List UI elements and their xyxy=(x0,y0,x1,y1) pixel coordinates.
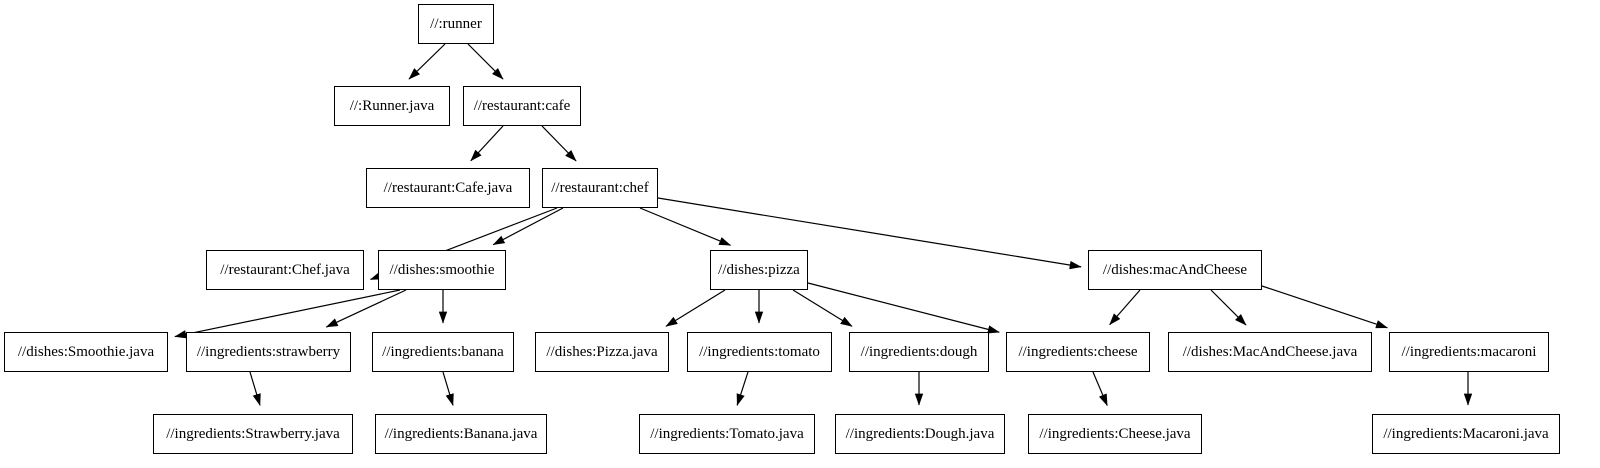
graph-node-label: //dishes:MacAndCheese.java xyxy=(1182,343,1358,360)
graph-node-label: //restaurant:Chef.java xyxy=(220,261,350,278)
graph-node-label: //restaurant:Cafe.java xyxy=(383,179,513,196)
graph-node-label: //restaurant:cafe xyxy=(473,97,571,114)
graph-node-label: //dishes:pizza xyxy=(718,261,800,278)
graph-node-banana_java[interactable]: //ingredients:Banana.java xyxy=(375,414,547,454)
graph-node-strawberry_java[interactable]: //ingredients:Strawberry.java xyxy=(153,414,353,454)
graph-node-label: //ingredients:Dough.java xyxy=(845,425,995,442)
graph-node-banana[interactable]: //ingredients:banana xyxy=(372,332,514,372)
graph-node-label: //:runner xyxy=(430,15,482,32)
graph-node-cheese[interactable]: //ingredients:cheese xyxy=(1006,332,1150,372)
graph-node-cheese_java[interactable]: //ingredients:Cheese.java xyxy=(1028,414,1202,454)
graph-node-label: //ingredients:strawberry xyxy=(196,343,341,360)
graph-node-label: //dishes:Pizza.java xyxy=(546,343,658,360)
graph-node-mac_java[interactable]: //dishes:MacAndCheese.java xyxy=(1168,332,1372,372)
graph-node-macaroni_java[interactable]: //ingredients:Macaroni.java xyxy=(1372,414,1560,454)
graph-node-label: //ingredients:Strawberry.java xyxy=(166,425,340,442)
graph-node-runner[interactable]: //:runner xyxy=(418,4,494,44)
graph-node-label: //ingredients:tomato xyxy=(699,343,820,360)
graph-node-runner_java[interactable]: //:Runner.java xyxy=(334,86,450,126)
graph-node-dishes_pizza[interactable]: //dishes:pizza xyxy=(710,250,808,290)
graph-node-smoothie_java[interactable]: //dishes:Smoothie.java xyxy=(4,332,168,372)
graph-node-pizza_java[interactable]: //dishes:Pizza.java xyxy=(535,332,669,372)
graph-node-label: //:Runner.java xyxy=(349,97,435,114)
graph-node-label: //ingredients:Banana.java xyxy=(384,425,538,442)
graph-node-dough_java[interactable]: //ingredients:Dough.java xyxy=(835,414,1005,454)
graph-node-label: //dishes:smoothie xyxy=(389,261,495,278)
graph-node-dough[interactable]: //ingredients:dough xyxy=(849,332,989,372)
graph-node-tomato[interactable]: //ingredients:tomato xyxy=(687,332,832,372)
graph-node-strawberry[interactable]: //ingredients:strawberry xyxy=(186,332,351,372)
graph-node-label: //ingredients:banana xyxy=(382,343,504,360)
graph-node-chef_java[interactable]: //restaurant:Chef.java xyxy=(206,250,364,290)
graph-node-label: //ingredients:Cheese.java xyxy=(1039,425,1191,442)
graph-node-dishes_mac[interactable]: //dishes:macAndCheese xyxy=(1088,250,1262,290)
graph-node-label: //ingredients:Macaroni.java xyxy=(1383,425,1549,442)
graph-node-restaurant_cafe[interactable]: //restaurant:cafe xyxy=(463,86,581,126)
graph-node-label: //ingredients:macaroni xyxy=(1401,343,1537,360)
graph-node-label: //ingredients:cheese xyxy=(1018,343,1138,360)
graph-node-dishes_smoothie[interactable]: //dishes:smoothie xyxy=(378,250,506,290)
graph-node-restaurant_chef[interactable]: //restaurant:chef xyxy=(542,168,658,208)
graph-node-label: //dishes:Smoothie.java xyxy=(17,343,155,360)
graph-node-cafe_java[interactable]: //restaurant:Cafe.java xyxy=(366,168,530,208)
graph-node-tomato_java[interactable]: //ingredients:Tomato.java xyxy=(639,414,815,454)
graph-node-label: //ingredients:dough xyxy=(860,343,978,360)
graph-node-label: //ingredients:Tomato.java xyxy=(650,425,804,442)
graph-node-macaroni[interactable]: //ingredients:macaroni xyxy=(1389,332,1549,372)
graph-node-label: //dishes:macAndCheese xyxy=(1102,261,1248,278)
graph-node-label: //restaurant:chef xyxy=(551,179,649,196)
